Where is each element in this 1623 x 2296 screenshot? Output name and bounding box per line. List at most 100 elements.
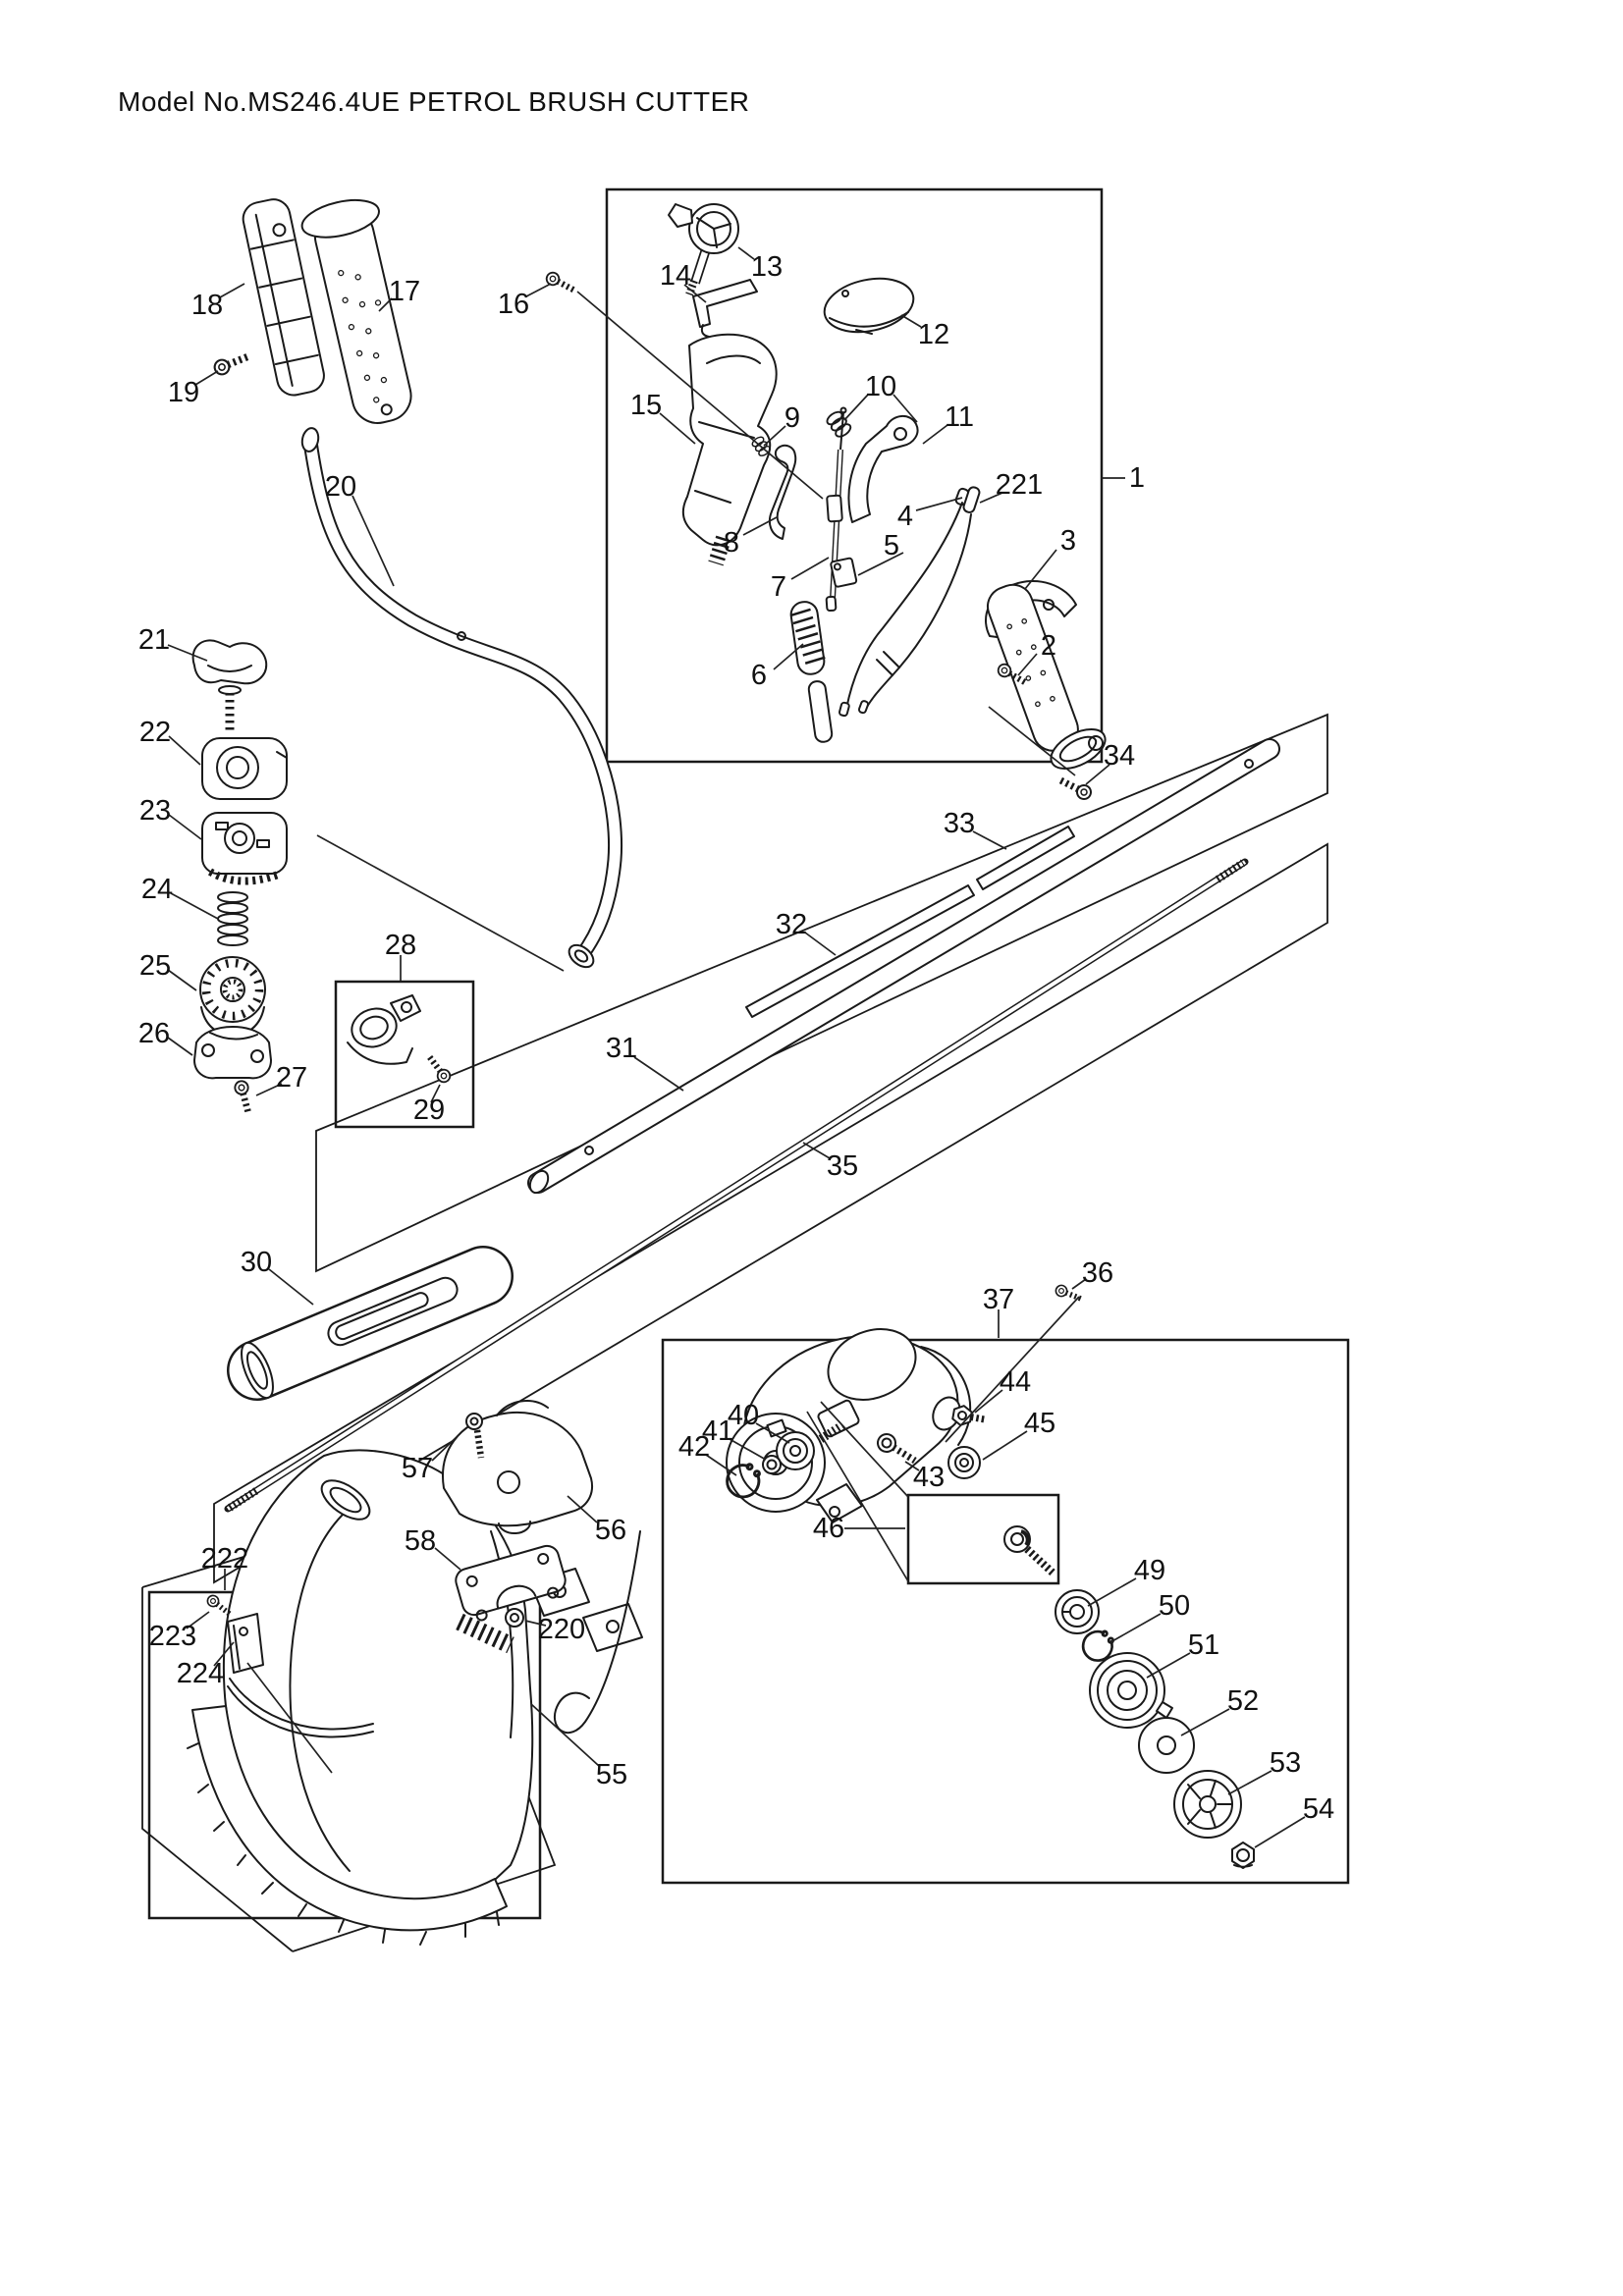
part-36-screw [1055,1284,1086,1305]
leader-line-34 [1085,764,1110,785]
part-23-clamp-ratchet [201,812,288,885]
detail-box-gear-head [661,1338,1350,1885]
part-40-bearing [776,1431,815,1470]
leader-line-36 [945,1296,1080,1443]
leader-line-49 [1087,1577,1137,1607]
leader-line-8 [742,516,778,536]
leader-line-23 [316,834,565,972]
part-10-spring [824,408,854,441]
part-30-pipe-protector [227,1246,514,1401]
part-8-lock-lever [768,444,797,540]
leader-line-223 [186,1611,210,1629]
leader-line-14 [683,284,707,303]
leader-line-42 [705,1454,737,1476]
leader-line-34 [988,706,1076,776]
part-22-clamp-upper [201,737,288,800]
part-label-223: 223 [149,1621,196,1652]
leader-line-18 [219,283,245,298]
part-label-42: 42 [678,1431,710,1463]
part-label-34: 34 [1104,740,1135,772]
part-labels: 1234567891011121314151617181920212223242… [138,251,1334,1825]
leader-line-4 [915,497,963,511]
leader-line-44 [974,1389,1003,1414]
part-label-44: 44 [1000,1366,1031,1398]
part-34-screw [1055,773,1093,801]
part-label-221: 221 [996,469,1043,501]
part-label-16: 16 [498,289,529,320]
leader-line-58 [434,1547,461,1571]
part-6-boot-spring [789,601,834,743]
part-5-cable-holder [830,557,858,588]
wireframe-lower-shaft-box [213,842,1328,1584]
part-31-main-pipe [527,738,1280,1195]
leader-line-16 [525,283,552,297]
part-label-18: 18 [191,290,223,321]
part-label-11: 11 [945,401,974,433]
leader-line-30 [268,1268,314,1306]
part-20-handlebar-tube [300,427,623,969]
part-label-37: 37 [983,1284,1014,1315]
part-label-26: 26 [138,1018,170,1049]
leader-line-40 [755,1422,790,1444]
leader-line-16 [576,291,824,500]
leader-line-29 [430,1084,441,1103]
part-label-19: 19 [168,377,199,408]
part-label-57: 57 [402,1453,433,1484]
leader-line-23 [168,814,202,840]
part-11-throttle-trigger [847,415,919,523]
part-label-1: 1 [1129,462,1145,494]
leader-line-26 [167,1037,193,1056]
part-35-drive-shaft [224,858,1249,1513]
part-label-33: 33 [944,808,975,839]
part-label-36: 36 [1082,1257,1113,1289]
part-54-nut [1231,1842,1255,1869]
toothed-guard-extension [187,1678,508,1946]
part-label-28: 28 [385,930,416,961]
part-label-51: 51 [1188,1629,1219,1661]
part-label-52: 52 [1227,1685,1259,1717]
part-label-21: 21 [138,624,170,656]
leader-line-6 [773,643,804,670]
leader-line-15 [659,412,696,445]
part-label-27: 27 [276,1062,307,1094]
part-29-screw [423,1051,453,1085]
part-224-cutter-plate [227,1613,264,1674]
part-label-6: 6 [751,660,767,691]
part-41-washer [762,1455,782,1474]
part-33-strip [976,826,1075,890]
leader-lines [167,246,1306,1848]
leader-line-224 [246,1662,333,1774]
part-58-bracket-plate [455,1544,567,1622]
leader-line-52 [1180,1708,1230,1736]
leader-line-56 [567,1495,598,1523]
part-221-switch-wire [857,486,981,715]
part-15-handle-housing [681,333,778,566]
leader-line-31 [633,1056,684,1092]
leader-line-19 [194,370,219,386]
part-21-wing-knob [191,639,268,732]
part-32-strip [745,884,975,1018]
leader-line-50 [1109,1613,1162,1643]
part-label-20: 20 [325,471,356,503]
part-label-23: 23 [139,795,171,827]
leader-line-2 [1017,653,1038,676]
part-24-spring [217,891,248,946]
leader-line-5 [857,552,904,576]
part-label-15: 15 [630,390,662,421]
part-label-55: 55 [596,1759,627,1790]
leader-line-33 [972,830,1007,850]
detail-box-28 [334,980,475,1129]
part-label-13: 13 [751,251,783,283]
part-12-cover [823,277,915,335]
leader-line-11 [922,424,948,445]
part-17-grip [300,198,412,424]
part-27-screw [234,1080,255,1116]
page-title: Model No.MS246.4UE PETROL BRUSH CUTTER [118,86,750,117]
part-46-shoulder-bolt [1003,1525,1055,1575]
leader-line-7 [790,557,830,580]
part-label-17: 17 [389,276,420,307]
leader-line-221 [979,492,1003,504]
part-3-handle-half [985,579,1107,770]
leader-line-55 [530,1703,600,1767]
